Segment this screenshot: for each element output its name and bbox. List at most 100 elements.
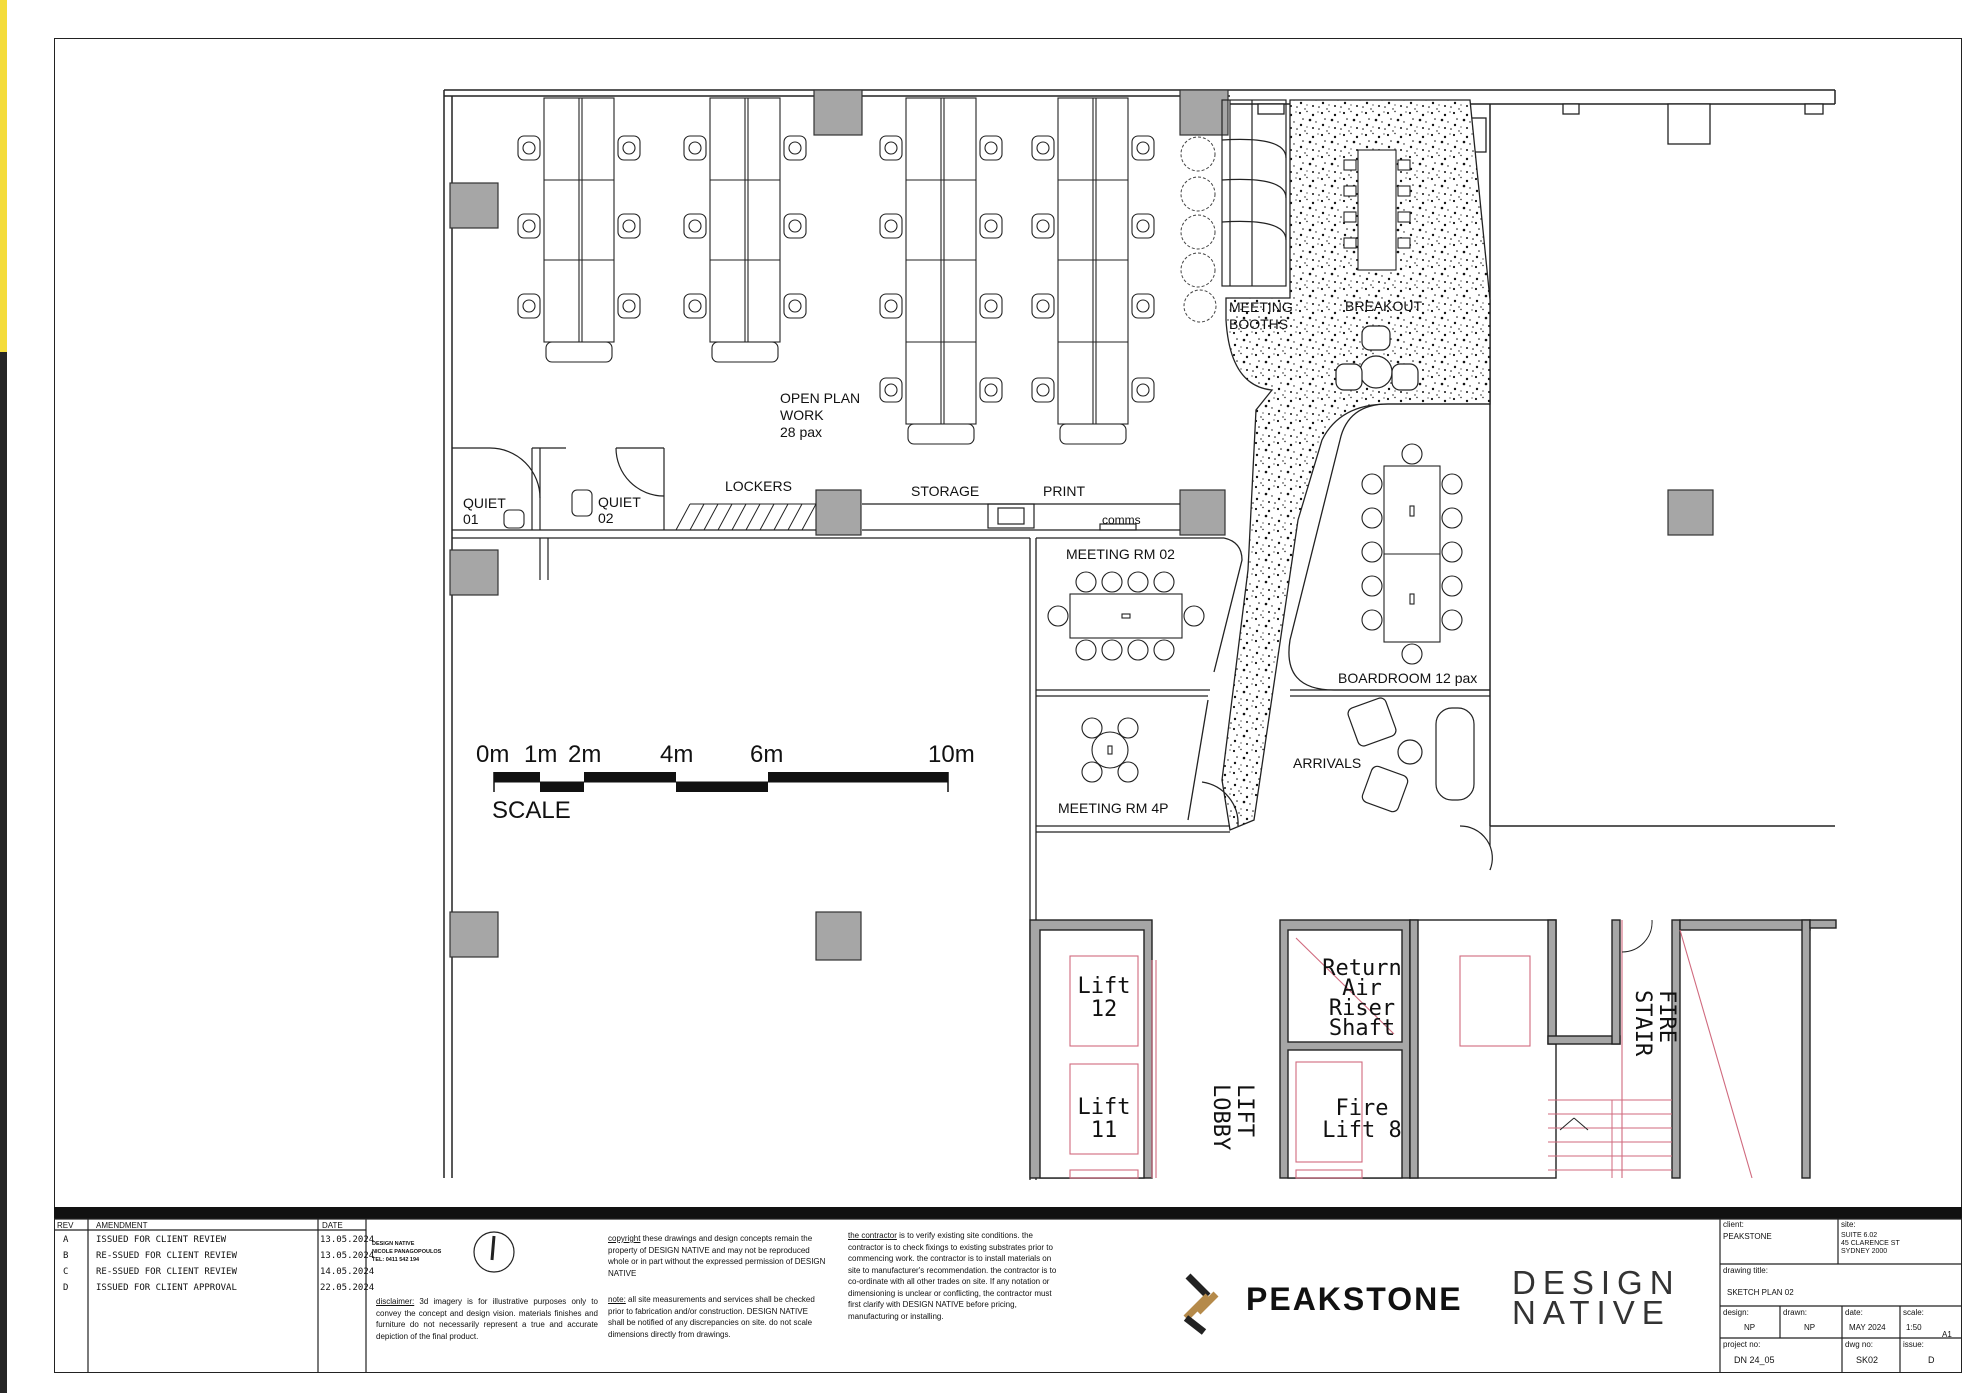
site-field-label: site:: [1841, 1220, 1856, 1229]
sheet-size-value: A1: [1942, 1330, 1952, 1339]
drawn-field-value: NP: [1804, 1323, 1816, 1332]
issue-value: D: [1928, 1355, 1935, 1365]
svg-text:STORAGE: STORAGE: [911, 483, 979, 499]
designer-contact-line: NICOLE PANAGOPOULOS: [372, 1249, 442, 1255]
office-chair-icon: [517, 213, 541, 239]
open-plan-line-3: 28 pax: [780, 424, 822, 440]
office-chair-icon: [683, 213, 707, 239]
scale-bar-segment: [584, 772, 676, 782]
scale-label: SCALE: [492, 797, 571, 824]
svg-text:SCALE: SCALE: [492, 797, 571, 824]
office-chair-icon: [617, 293, 641, 319]
column: [449, 182, 499, 229]
planters: [1180, 136, 1217, 323]
building-core: [1029, 919, 1837, 1179]
office-chair-icon: [783, 213, 807, 239]
designer-contact-line: DESIGN NATIVE: [372, 1241, 415, 1247]
note-text: all site measurements and services shall…: [608, 1295, 815, 1339]
column: [449, 911, 499, 958]
svg-text:MEETING RM 02: MEETING RM 02: [1066, 546, 1175, 562]
svg-text:Fire: Fire: [1336, 1096, 1389, 1121]
wall-recess: [1257, 103, 1285, 115]
office-chair-icon: [1131, 135, 1155, 161]
scale-bar-segment: [768, 772, 948, 782]
core-red-outlines: [1069, 920, 1753, 1179]
disclaimer-heading: disclaimer:: [376, 1297, 415, 1306]
breakout-label: BREAKOUT: [1345, 298, 1422, 314]
scale-tick-6m: 6m: [750, 741, 783, 768]
copyright-text: these drawings and design concepts remai…: [608, 1234, 826, 1278]
svg-text:Lift: Lift: [1078, 974, 1131, 999]
designer-contact-line: TEL: 0411 542 194: [372, 1257, 420, 1263]
scale-bar-segment: [676, 782, 768, 792]
office-chair-icon: [683, 135, 707, 161]
svg-text:Riser: Riser: [1329, 996, 1395, 1021]
office-chair-icon: [979, 213, 1003, 239]
quiet-room-chairs: [503, 489, 593, 529]
revision-date: 22.05.2024: [320, 1283, 375, 1293]
svg-text:MEETING: MEETING: [1229, 299, 1293, 315]
fire-stair-line-2: STAIR: [1630, 990, 1655, 1057]
svg-text:1m: 1m: [524, 741, 557, 768]
scale-tick-10m: 10m: [928, 741, 975, 768]
column: [815, 489, 862, 536]
drawing-title-value: SKETCH PLAN 02: [1727, 1288, 1794, 1297]
note-heading: note:: [608, 1295, 626, 1304]
scale-field-label: scale:: [1903, 1308, 1924, 1317]
svg-text:28 pax: 28 pax: [780, 424, 822, 440]
lift-lobby-line-1: LIFT: [1232, 1084, 1257, 1137]
building-walls: [443, 89, 1836, 1178]
print-label: PRINT: [1043, 483, 1085, 499]
scale-tick-1m: 1m: [524, 741, 557, 768]
svg-text:2m: 2m: [568, 741, 601, 768]
office-chair-icon: [683, 293, 707, 319]
scale-bar-segment: [540, 782, 584, 792]
client-field-label: client:: [1723, 1220, 1744, 1229]
svg-text:Lift 8: Lift 8: [1322, 1118, 1401, 1143]
quiet-01-line-1: QUIET: [463, 495, 506, 511]
revision-date: 13.05.2024: [320, 1235, 375, 1245]
meeting-rm-02-furniture: [1047, 571, 1205, 661]
quiet-02-line-1: QUIET: [598, 494, 641, 510]
lockers-hatching: [675, 503, 817, 531]
comms-cabinet: [1099, 523, 1137, 531]
planter-icon: [1180, 136, 1216, 172]
office-chair-icon: [1131, 213, 1155, 239]
contractor-note: the contractor is to verify existing sit…: [848, 1230, 1062, 1322]
svg-text:PEAKSTONE: PEAKSTONE: [1246, 1281, 1463, 1317]
design-field-value: NP: [1744, 1323, 1756, 1332]
wall-recess: [1667, 103, 1711, 145]
lift-12-line-1: Lift: [1078, 974, 1131, 999]
svg-text:BOARDROOM 12 pax: BOARDROOM 12 pax: [1338, 670, 1477, 686]
svg-text:12: 12: [1091, 997, 1118, 1022]
disclaimer-note: disclaimer: 3d imagery is for illustrati…: [376, 1296, 598, 1342]
core-labels: Lift 12 Lift 11 Return Air Riser Shaft F…: [1078, 956, 1402, 1143]
revision-date: 14.05.2024: [320, 1267, 375, 1277]
svg-text:10m: 10m: [928, 741, 975, 768]
svg-text:ARRIVALS: ARRIVALS: [1293, 755, 1361, 771]
rev-header: REV: [57, 1221, 74, 1230]
office-chair-icon: [517, 135, 541, 161]
revision-amendment: ISSUED FOR CLIENT REVIEW: [96, 1235, 227, 1245]
office-chair-icon: [879, 377, 903, 403]
contractor-text: is to verify existing site conditions. t…: [848, 1231, 1057, 1321]
office-chair-icon: [517, 293, 541, 319]
quiet-01-line-2: 01: [463, 511, 479, 527]
title-block-frame: [54, 1207, 1962, 1373]
breakout-table: [1343, 149, 1411, 271]
revision-id: A: [63, 1235, 69, 1245]
comms-label: comms: [1102, 513, 1141, 527]
open-plan-line-1: OPEN PLAN: [780, 390, 860, 406]
drawing-title-label: drawing title:: [1723, 1266, 1768, 1275]
desk-cluster-1: [543, 97, 615, 363]
lift-12-line-2: 12: [1091, 997, 1118, 1022]
office-chair-icon: [1131, 293, 1155, 319]
svg-text:NATIVE: NATIVE: [1512, 1294, 1671, 1331]
boardroom-label: BOARDROOM 12 pax: [1338, 670, 1477, 686]
boardroom-table: [1361, 443, 1463, 665]
drawn-field-label: drawn:: [1783, 1308, 1808, 1317]
designer-logo-line-1: DESIGN: [1512, 1264, 1681, 1301]
office-chair-icon: [879, 293, 903, 319]
meeting-rm-02-label: MEETING RM 02: [1066, 546, 1175, 562]
